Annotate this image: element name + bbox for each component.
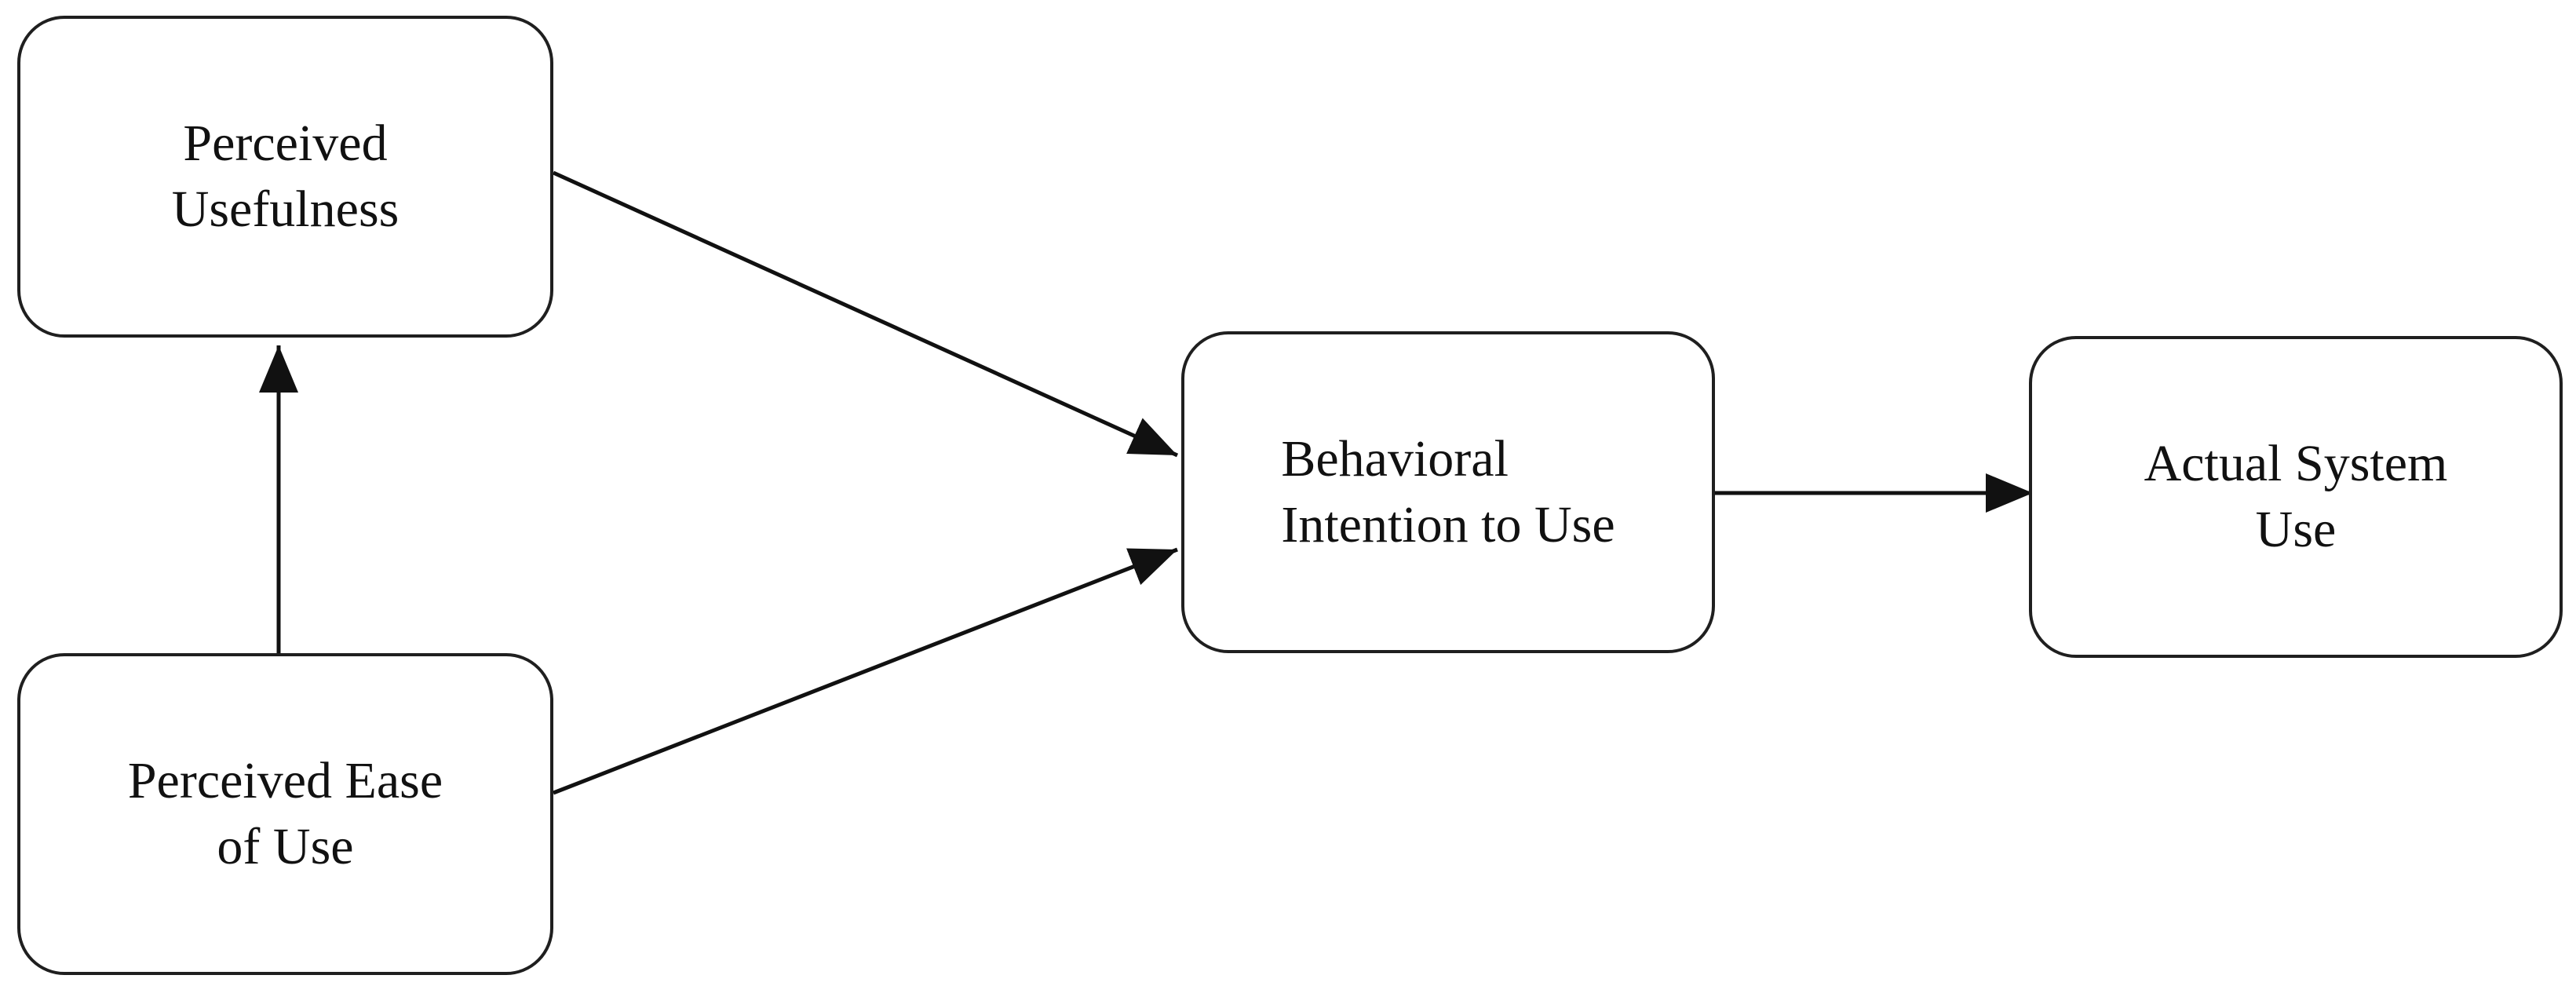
node-label-actual-system-use: Actual System Use bbox=[2144, 435, 2448, 558]
node-label-perceived-usefulness: Perceived Usefulness bbox=[171, 115, 400, 238]
node-behavioral-intention: Behavioral Intention to Use bbox=[1181, 331, 1715, 653]
arrow-usefulness-to-intention bbox=[552, 170, 1179, 458]
arrow-ease-to-intention bbox=[553, 547, 1178, 795]
node-perceived-ease-of-use: Perceived Ease of Use bbox=[17, 653, 553, 975]
node-actual-system-use: Actual System Use bbox=[2029, 336, 2563, 658]
node-perceived-usefulness: Perceived Usefulness bbox=[17, 16, 553, 338]
node-label-perceived-ease-of-use: Perceived Ease of Use bbox=[127, 752, 443, 875]
node-label-behavioral-intention: Behavioral Intention to Use bbox=[1281, 430, 1615, 553]
